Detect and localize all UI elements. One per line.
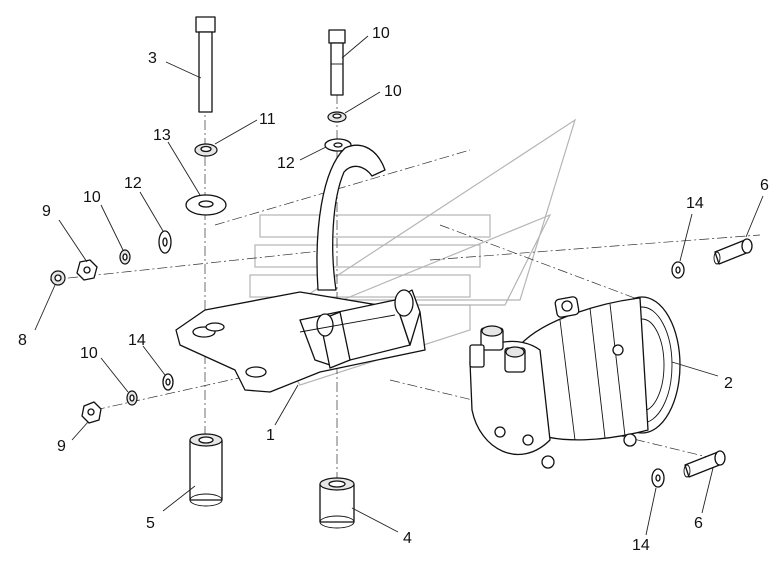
callout-7: 10 [372,25,390,42]
callout-labels: 3 10 10 11 12 13 9 10 12 8 10 14 9 1 5 4… [18,25,769,554]
washer-14-right-top [671,261,685,279]
nut-9-top [76,259,98,281]
callout-10-left: 10 [83,189,101,206]
callout-14-right-bottom: 14 [632,537,650,554]
callout-6-top: 6 [760,177,769,194]
washer-13 [185,194,227,216]
callout-1: 1 [266,427,275,444]
washer-10-bottom [126,390,138,406]
callout-5: 5 [146,515,155,532]
callout-10-top: 10 [384,83,402,100]
bolt-3 [195,16,216,113]
callout-2: 2 [724,375,733,392]
spacer-5 [189,433,223,507]
washer-12-left [158,230,172,254]
callout-8: 8 [18,332,27,349]
bracket-1 [175,144,426,393]
washer-10-top [327,111,347,123]
nut-9-bottom [81,401,102,424]
callout-13: 13 [153,127,171,144]
leader-lines [34,35,764,536]
compressor-2 [469,296,681,469]
callout-9-bottom: 9 [57,438,66,455]
callout-14-left: 14 [128,332,146,349]
callout-4: 4 [403,530,412,547]
callout-10-bottom: 10 [80,345,98,362]
bolt-6-bottom [683,450,726,478]
washer-11 [194,143,218,157]
washer-10-left [119,249,131,265]
callout-12-left: 12 [124,175,142,192]
bolt-7 [328,29,346,96]
bolt-6-top [713,238,753,265]
callout-12-top: 12 [277,155,295,172]
callout-6-bottom: 6 [694,515,703,532]
washer-14-right-bottom [651,468,665,488]
washer-14-left [162,373,174,391]
callout-3: 3 [148,50,157,67]
callout-11: 11 [259,111,276,128]
nut-8 [50,270,66,286]
spacer-4 [319,477,355,529]
callout-14-right-top: 14 [686,195,704,212]
callout-9-top: 9 [42,203,51,220]
